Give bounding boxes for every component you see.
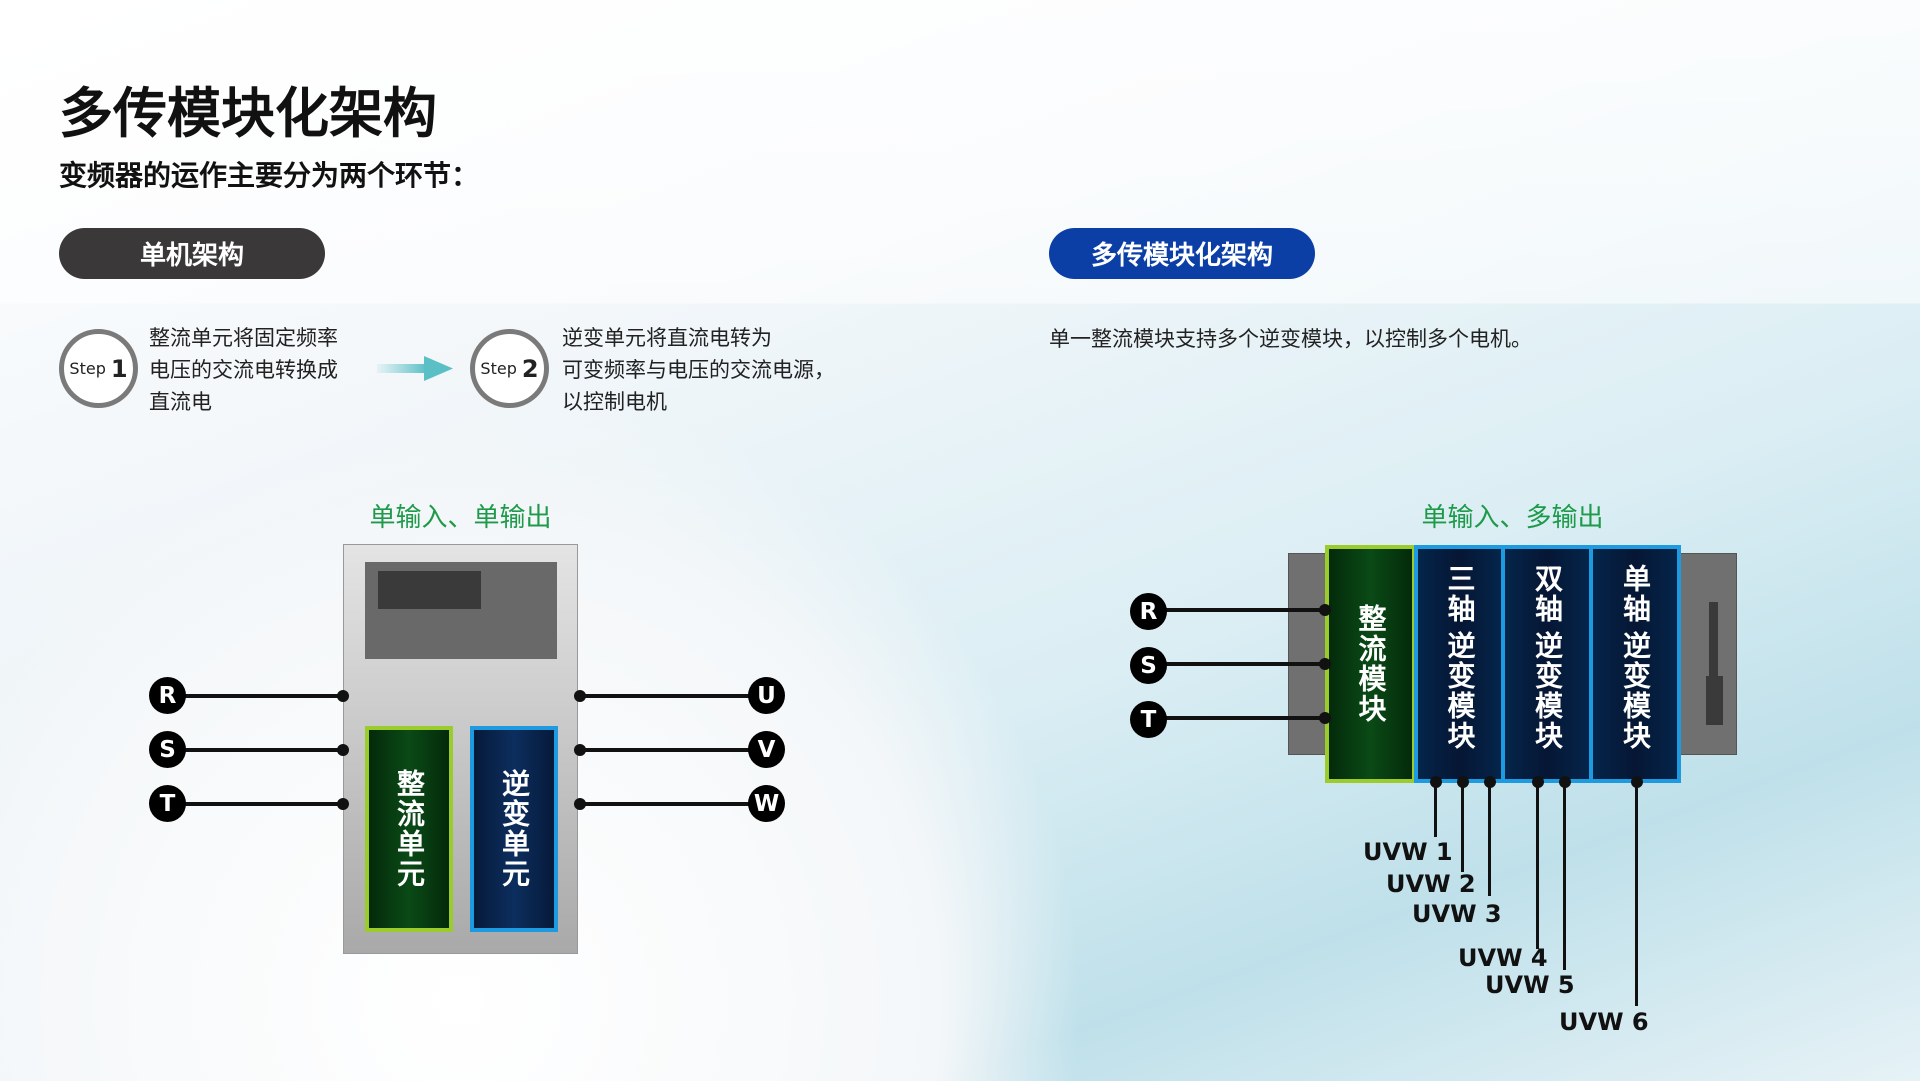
terminal-dot — [1319, 712, 1331, 724]
terminal-dot — [1559, 776, 1571, 788]
terminal-dot — [574, 798, 586, 810]
wire — [1149, 716, 1325, 720]
input-r: R — [149, 677, 186, 714]
output-uvw-6: UVW 6 — [1559, 1008, 1649, 1036]
terminal-dot — [1319, 604, 1331, 616]
module-axis-label: 单轴 — [1619, 564, 1652, 624]
output-uvw-5: UVW 5 — [1485, 971, 1575, 999]
wire — [1536, 781, 1539, 949]
rack-slot — [1709, 602, 1718, 676]
wire — [1461, 781, 1464, 872]
standalone-architecture-pill: 单机架构 — [59, 228, 325, 279]
input-t: T — [1130, 701, 1167, 738]
inverter-module-1-axis: 单轴逆变模块 — [1593, 549, 1677, 779]
wire — [168, 694, 343, 698]
step-label: Step — [69, 359, 106, 378]
output-uvw-2: UVW 2 — [1386, 870, 1476, 898]
module-name-label: 逆变模块 — [1531, 631, 1564, 751]
single-in-multi-out-label: 单输入、多输出 — [1421, 503, 1604, 533]
terminal-dot — [574, 690, 586, 702]
terminal-dot — [1484, 776, 1496, 788]
terminal-dot — [1457, 776, 1469, 788]
input-s: S — [149, 731, 186, 768]
module-axis-label: 三轴 — [1443, 564, 1477, 624]
terminal-dot — [1631, 776, 1643, 788]
text-line: 以控制电机 — [562, 390, 667, 414]
page-subtitle: 变频器的运作主要分为两个环节： — [59, 159, 480, 192]
rectifier-unit: 整流单元 — [365, 726, 453, 932]
step-1-description: 整流单元将固定频率 电压的交流电转换成 直流电 — [149, 322, 338, 418]
text-line: 整流单元将固定频率 — [149, 326, 338, 350]
inverter-module-2-axis: 双轴逆变模块 — [1505, 549, 1589, 779]
terminal-dot — [1319, 658, 1331, 670]
wire — [1434, 781, 1437, 837]
wire — [580, 802, 764, 806]
step-number: 1 — [110, 354, 128, 383]
input-s: S — [1130, 647, 1167, 684]
wire — [1149, 662, 1325, 666]
terminal-dot — [337, 690, 349, 702]
wire — [1563, 781, 1566, 970]
terminal-dot — [1532, 776, 1544, 788]
multi-drive-architecture-pill: 多传模块化架构 — [1049, 228, 1315, 279]
inverter-unit-label: 逆变单元 — [498, 769, 531, 889]
page-title: 多传模块化架构 — [59, 82, 437, 145]
rectifier-module: 整流模块 — [1325, 545, 1416, 783]
multi-drive-description: 单一整流模块支持多个逆变模块，以控制多个电机。 — [1049, 327, 1532, 351]
output-uvw-1: UVW 1 — [1363, 838, 1453, 866]
wire — [1149, 608, 1325, 612]
output-w: W — [748, 785, 785, 822]
wire — [168, 748, 343, 752]
output-u: U — [748, 677, 785, 714]
terminal-dot — [1430, 776, 1442, 788]
text-line: 可变频率与电压的交流电源， — [562, 358, 835, 382]
output-uvw-4: UVW 4 — [1458, 944, 1548, 972]
terminal-dot — [337, 798, 349, 810]
text-line: 电压的交流电转换成 — [149, 358, 338, 382]
rectifier-unit-label: 整流单元 — [393, 769, 426, 889]
terminal-dot — [337, 744, 349, 756]
output-v: V — [748, 731, 785, 768]
wire — [168, 802, 343, 806]
arrow-right-icon — [377, 356, 453, 381]
inverter-unit: 逆变单元 — [470, 726, 558, 932]
terminal-dot — [574, 744, 586, 756]
wire — [1635, 781, 1638, 1006]
wire — [1488, 781, 1491, 896]
module-name-label: 逆变模块 — [1443, 631, 1477, 751]
text-line: 直流电 — [149, 390, 212, 414]
input-t: T — [149, 785, 186, 822]
input-r: R — [1130, 593, 1167, 630]
cabinet-display — [378, 571, 481, 609]
single-io-label: 单输入、单输出 — [369, 503, 552, 533]
output-uvw-3: UVW 3 — [1412, 900, 1502, 928]
step-label: Step — [480, 359, 517, 378]
rack-slot — [1706, 676, 1723, 725]
step-number: 2 — [521, 354, 539, 383]
module-name-label: 逆变模块 — [1619, 631, 1652, 751]
rectifier-module-label: 整流模块 — [1354, 604, 1388, 724]
step-2-description: 逆变单元将直流电转为 可变频率与电压的交流电源， 以控制电机 — [562, 322, 835, 418]
inverter-module-3-axis: 三轴逆变模块 — [1418, 549, 1501, 779]
wire — [580, 748, 764, 752]
wire — [580, 694, 764, 698]
text-line: 逆变单元将直流电转为 — [562, 326, 772, 350]
module-axis-label: 双轴 — [1531, 564, 1564, 624]
